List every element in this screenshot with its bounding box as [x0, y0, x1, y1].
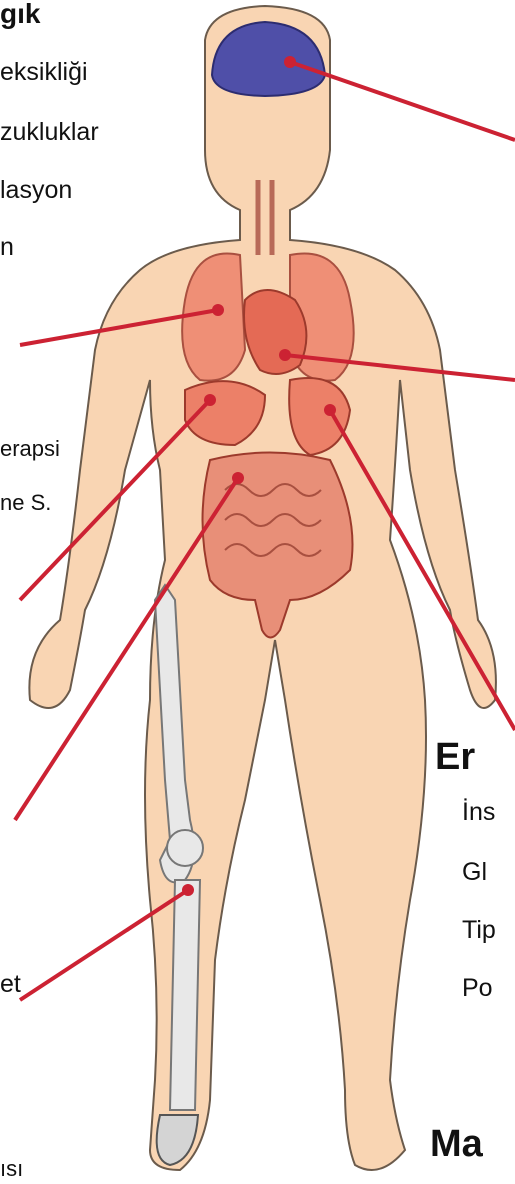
- right-label-1: İns: [462, 800, 495, 825]
- left-label-1: eksikliği: [0, 60, 88, 85]
- left-label-4: n: [0, 235, 14, 260]
- right-label-3: Tip: [462, 918, 496, 943]
- prosthetic-shin: [170, 880, 200, 1110]
- left-label-6: ne S.: [0, 492, 51, 514]
- left-label-5: erapsi: [0, 438, 60, 460]
- right-heading: Er: [435, 738, 475, 776]
- left-heading: gık: [0, 0, 40, 28]
- knee-joint: [167, 830, 203, 866]
- left-label-7: et: [0, 972, 21, 997]
- right-heading-2: Ma: [430, 1125, 483, 1163]
- right-label-2: Gl: [462, 860, 487, 885]
- left-label-8: ısı: [0, 1158, 23, 1180]
- left-label-3: lasyon: [0, 178, 72, 203]
- left-label-2: zukluklar: [0, 120, 99, 145]
- right-label-4: Po: [462, 976, 493, 1001]
